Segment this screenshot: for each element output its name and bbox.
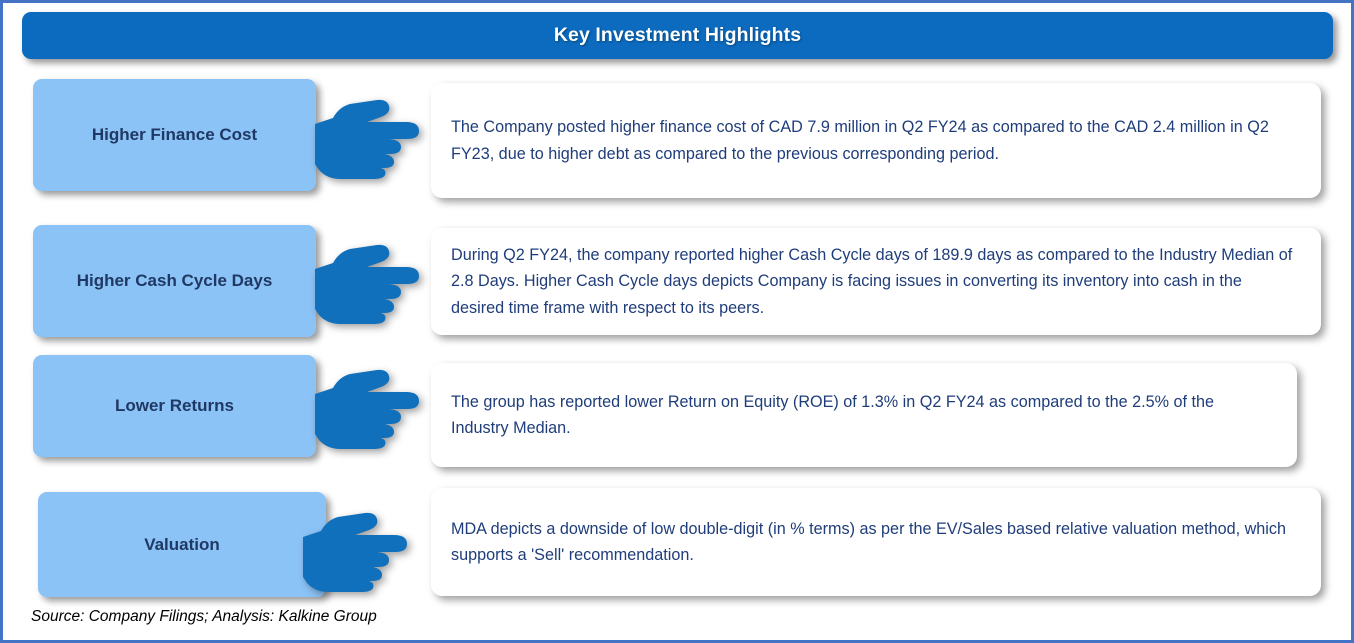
highlight-label-lower-returns[interactable]: Lower Returns <box>33 355 316 457</box>
highlight-card-3: The group has reported lower Return on E… <box>431 363 1297 467</box>
highlight-card-text: The group has reported lower Return on E… <box>451 392 1215 437</box>
highlight-card-text: The Company posted higher finance cost o… <box>451 118 1269 163</box>
highlight-card-4: MDA depicts a downside of low double-dig… <box>431 488 1321 596</box>
pointing-right-hand-icon <box>315 243 423 325</box>
highlight-label-text: Higher Cash Cycle Days <box>76 271 273 291</box>
highlight-card-text: During Q2 FY24, the company reported hig… <box>451 246 1293 317</box>
highlight-card-1: The Company posted higher finance cost o… <box>431 83 1321 198</box>
source-note: Source: Company Filings; Analysis: Kalki… <box>31 608 377 625</box>
highlight-label-text: Higher Finance Cost <box>91 125 258 145</box>
highlight-label-valuation[interactable]: Valuation <box>38 492 326 597</box>
highlight-label-text: Lower Returns <box>114 396 235 416</box>
highlight-card-text: MDA depicts a downside of low double-dig… <box>451 519 1286 564</box>
highlight-label-text: Valuation <box>144 534 220 554</box>
page-title: Key Investment Highlights <box>553 24 802 46</box>
pointing-right-hand-icon <box>315 98 423 180</box>
pointing-right-hand-icon <box>303 511 411 593</box>
highlight-card-2: During Q2 FY24, the company reported hig… <box>431 228 1321 335</box>
pointing-right-hand-icon <box>315 368 423 450</box>
highlight-label-higher-cash-cycle-days[interactable]: Higher Cash Cycle Days <box>33 225 316 337</box>
header-banner: Key Investment Highlights <box>22 12 1333 59</box>
highlight-label-higher-finance-cost[interactable]: Higher Finance Cost <box>33 79 316 191</box>
